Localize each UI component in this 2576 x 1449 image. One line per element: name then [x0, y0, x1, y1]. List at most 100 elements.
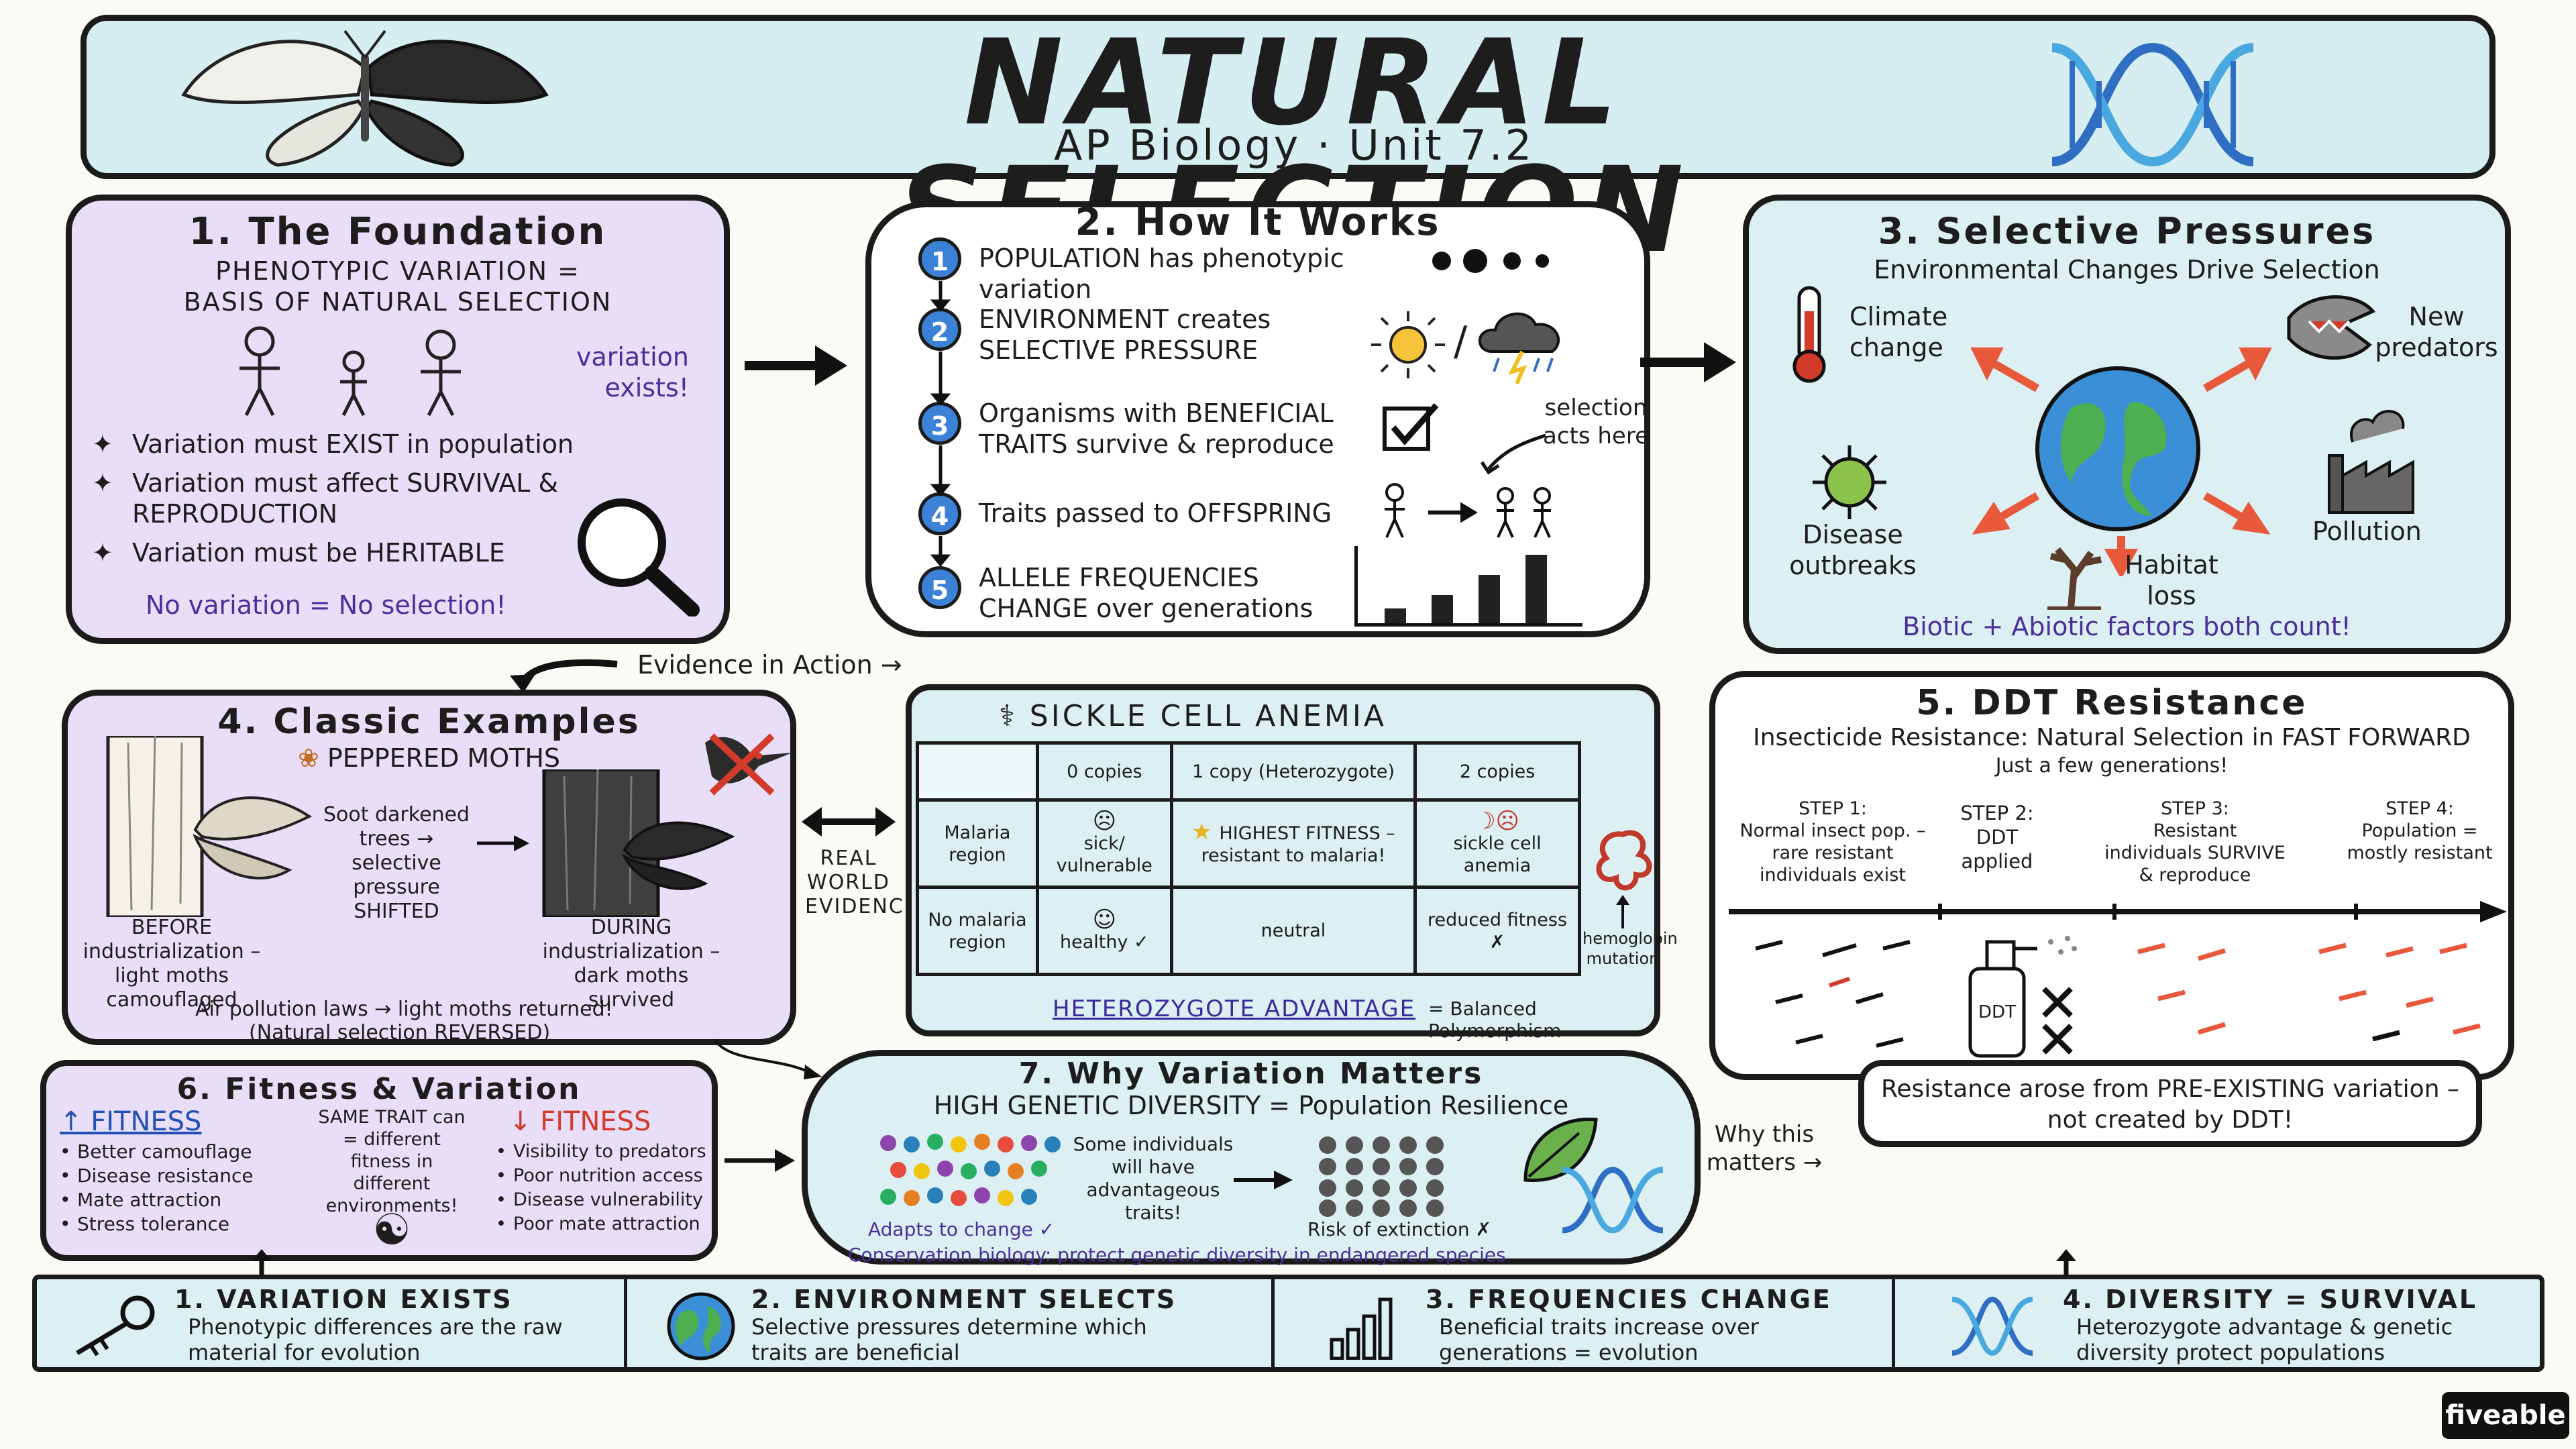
allele-frequency-chart: [1354, 546, 1582, 627]
header-banner: NATURAL SELECTION AP Biology · Unit 7.2: [80, 15, 2496, 274]
predator-icon: [2287, 295, 2376, 360]
step-number: 3: [918, 402, 961, 445]
selective-pressures-panel: 3. Selective Pressures Environmental Cha…: [1743, 195, 2511, 654]
foundation-bullets: Variation must EXIST in population Varia…: [92, 429, 629, 568]
how-step: 5 ALLELE FREQUENCIES CHANGE over generat…: [918, 563, 1334, 623]
summary-item: 2. ENVIRONMENT SELECTS Selective pressur…: [627, 1279, 1275, 1367]
foundation-bullet: Variation must affect SURVIVAL & REPRODU…: [92, 468, 588, 529]
curved-arrow-icon: [510, 659, 618, 693]
star-icon: ★: [1191, 818, 1220, 845]
dna-icon: [1951, 1296, 2033, 1356]
slash-divider: /: [1454, 318, 1468, 365]
fitness-panel: 6. Fitness & Variation ↑ FITNESS Better …: [40, 1060, 718, 1261]
hemoglobin-icon: [1596, 830, 1652, 891]
summary-item: 4. DIVERSITY = SURVIVAL Heterozygote adv…: [1895, 1279, 2540, 1367]
uniform-population-icon: [1319, 1136, 1444, 1217]
table-cell: neutral: [1169, 885, 1417, 976]
list-item: Visibility to predators: [496, 1140, 717, 1164]
fitness-down-label: ↓ FITNESS: [509, 1106, 651, 1137]
population-dots-icon: [1432, 249, 1549, 273]
butterfly-icon: ❀: [297, 743, 327, 773]
list-item: Mate attraction: [60, 1188, 288, 1212]
ddt-step: STEP 2:DDT applied: [1937, 801, 2057, 873]
pressures-footer: Biotic + Abiotic factors both count!: [1902, 612, 2351, 641]
page-subtitle: AP Biology · Unit 7.2: [1053, 121, 1535, 170]
arrow-up-icon: [0, 0, 27, 34]
how-step: 1 POPULATION has phenotypic variation: [918, 237, 1428, 304]
curved-arrow-icon: [1480, 433, 1546, 475]
table-cell: ★ HIGHEST FITNESS – resistant to malaria…: [1169, 798, 1417, 889]
summary-text: Heterozygote advantage & genetic diversi…: [2076, 1314, 2453, 1365]
sickle-title: SICKLE CELL ANEMIA: [1029, 699, 1387, 733]
step-text: ALLELE FREQUENCIES CHANGE over generatio…: [979, 563, 1313, 623]
how-step: 3 Organisms with BENEFICIAL TRAITS survi…: [918, 398, 1334, 459]
how-it-works-panel: 2. How It Works 1 POPULATION has phenoty…: [865, 201, 1650, 637]
step-text: Traits passed to OFFSPRING: [979, 498, 1332, 528]
key-icon: [76, 1295, 155, 1356]
timeline-arrow-icon: [1729, 901, 2507, 922]
ddt-note: Just a few generations!: [1995, 754, 2229, 777]
real-world-label: REAL WORLD EVIDENCE: [805, 847, 918, 918]
list-item: Poor mate attraction: [496, 1212, 717, 1236]
adapts-label: Adapts to change ✓: [868, 1218, 1055, 1240]
same-trait-text: SAME TRAIT can = different fitness in di…: [318, 1107, 466, 1216]
sickle-heading: ⚕ SICKLE CELL ANEMIA: [999, 698, 1536, 735]
classic-examples-panel: 4. Classic Examples ❀ PEPPERED MOTHS BEF…: [62, 690, 796, 1045]
how-title: 2. How It Works: [1075, 201, 1441, 244]
moths-label: PEPPERED MOTHS: [327, 743, 561, 773]
arrow-right-icon: [745, 345, 847, 386]
pressure-climate: Climate change: [1849, 302, 1948, 362]
step-text: Normal insect pop. – rare resistant indi…: [1739, 820, 1926, 885]
cell-text: sickle cell anemia: [1453, 833, 1542, 876]
dark-moth-tree-icon: [542, 769, 735, 917]
ddt-spray-icon: [1968, 936, 2077, 1058]
variation-title: 7. Why Variation Matters: [1018, 1057, 1484, 1091]
dna-icon: [1562, 1167, 1664, 1234]
step-number: 2: [918, 308, 961, 351]
table-cell: ☺healthy ✓: [1035, 885, 1173, 976]
step-text: Resistant individuals SURVIVE & reproduc…: [2104, 820, 2286, 885]
storm-cloud-icon: [1478, 312, 1560, 385]
cell-text: sick/ vulnerable: [1056, 833, 1152, 876]
pressure-habitat: Habitat loss: [2125, 550, 2218, 610]
table-header: 1 copy (Heterozygote): [1169, 741, 1417, 802]
globe-icon: [667, 1292, 735, 1360]
pressures-title: 3. Selective Pressures: [1878, 210, 2376, 252]
examples-footer-1: Air pollution laws → light moths returne…: [195, 998, 613, 1021]
list-item: Stress tolerance: [60, 1212, 288, 1236]
step-heading: STEP 2:: [1960, 802, 2034, 824]
factory-icon: [2328, 410, 2414, 514]
microscope-icon: ⚕: [999, 699, 1030, 733]
summary-bar: 1. VARIATION EXISTS Phenotypic differenc…: [32, 1275, 2544, 1372]
step-arrows-icon: [930, 281, 951, 567]
ddt-resistance-panel: 5. DDT Resistance Insecticide Resistance…: [1709, 671, 2514, 1080]
pressure-predators: New predators: [2375, 302, 2498, 362]
variation-subtitle: HIGH GENETIC DIVERSITY = Population Resi…: [933, 1091, 1569, 1120]
light-moth-tree-icon: [106, 736, 312, 917]
ddt-conclusion: Resistance arose from PRE-EXISTING varia…: [1881, 1075, 2459, 1134]
sun-icon: [1371, 311, 1445, 378]
smile-face-icon: ☺: [1092, 906, 1117, 933]
sickle-cell-table: 0 copies 1 copy (Heterozygote) 2 copies …: [916, 741, 1581, 976]
leaf-icon: [1523, 1118, 1598, 1182]
row-label: No malaria region: [916, 885, 1039, 976]
het-advantage-label: HETEROZYGOTE ADVANTAGE: [1053, 996, 1416, 1022]
step-number: 1: [918, 237, 961, 280]
summary-title: 2. ENVIRONMENT SELECTS: [751, 1285, 1177, 1314]
foundation-heading-1: PHENOTYPIC VARIATION =: [215, 256, 580, 286]
selection-note: selection acts here: [1543, 394, 1649, 449]
step-text: Organisms with BENEFICIAL TRAITS survive…: [979, 398, 1334, 459]
brand-logo: fiveable: [2442, 1392, 2569, 1439]
arrow-right-icon: [1640, 342, 1736, 382]
step-text: Population = mostly resistant: [2347, 820, 2493, 863]
ddt-conclusion-bubble: Resistance arose from PRE-EXISTING varia…: [1858, 1060, 2482, 1147]
table-cell: reduced fitness ✗: [1413, 885, 1581, 976]
ddt-step: STEP 3:Resistant individuals SURVIVE & r…: [2104, 798, 2286, 886]
sickle-cell-panel: ⚕ SICKLE CELL ANEMIA 0 copies 1 copy (He…: [906, 684, 1678, 1042]
magnifier-icon: [578, 498, 700, 616]
arrow-right-icon: [1234, 1171, 1293, 1189]
row-label: Malaria region: [916, 798, 1039, 889]
moth-icon: [181, 30, 549, 167]
arrow-up-icon: [1616, 895, 1629, 928]
virus-icon: [1813, 445, 1886, 519]
